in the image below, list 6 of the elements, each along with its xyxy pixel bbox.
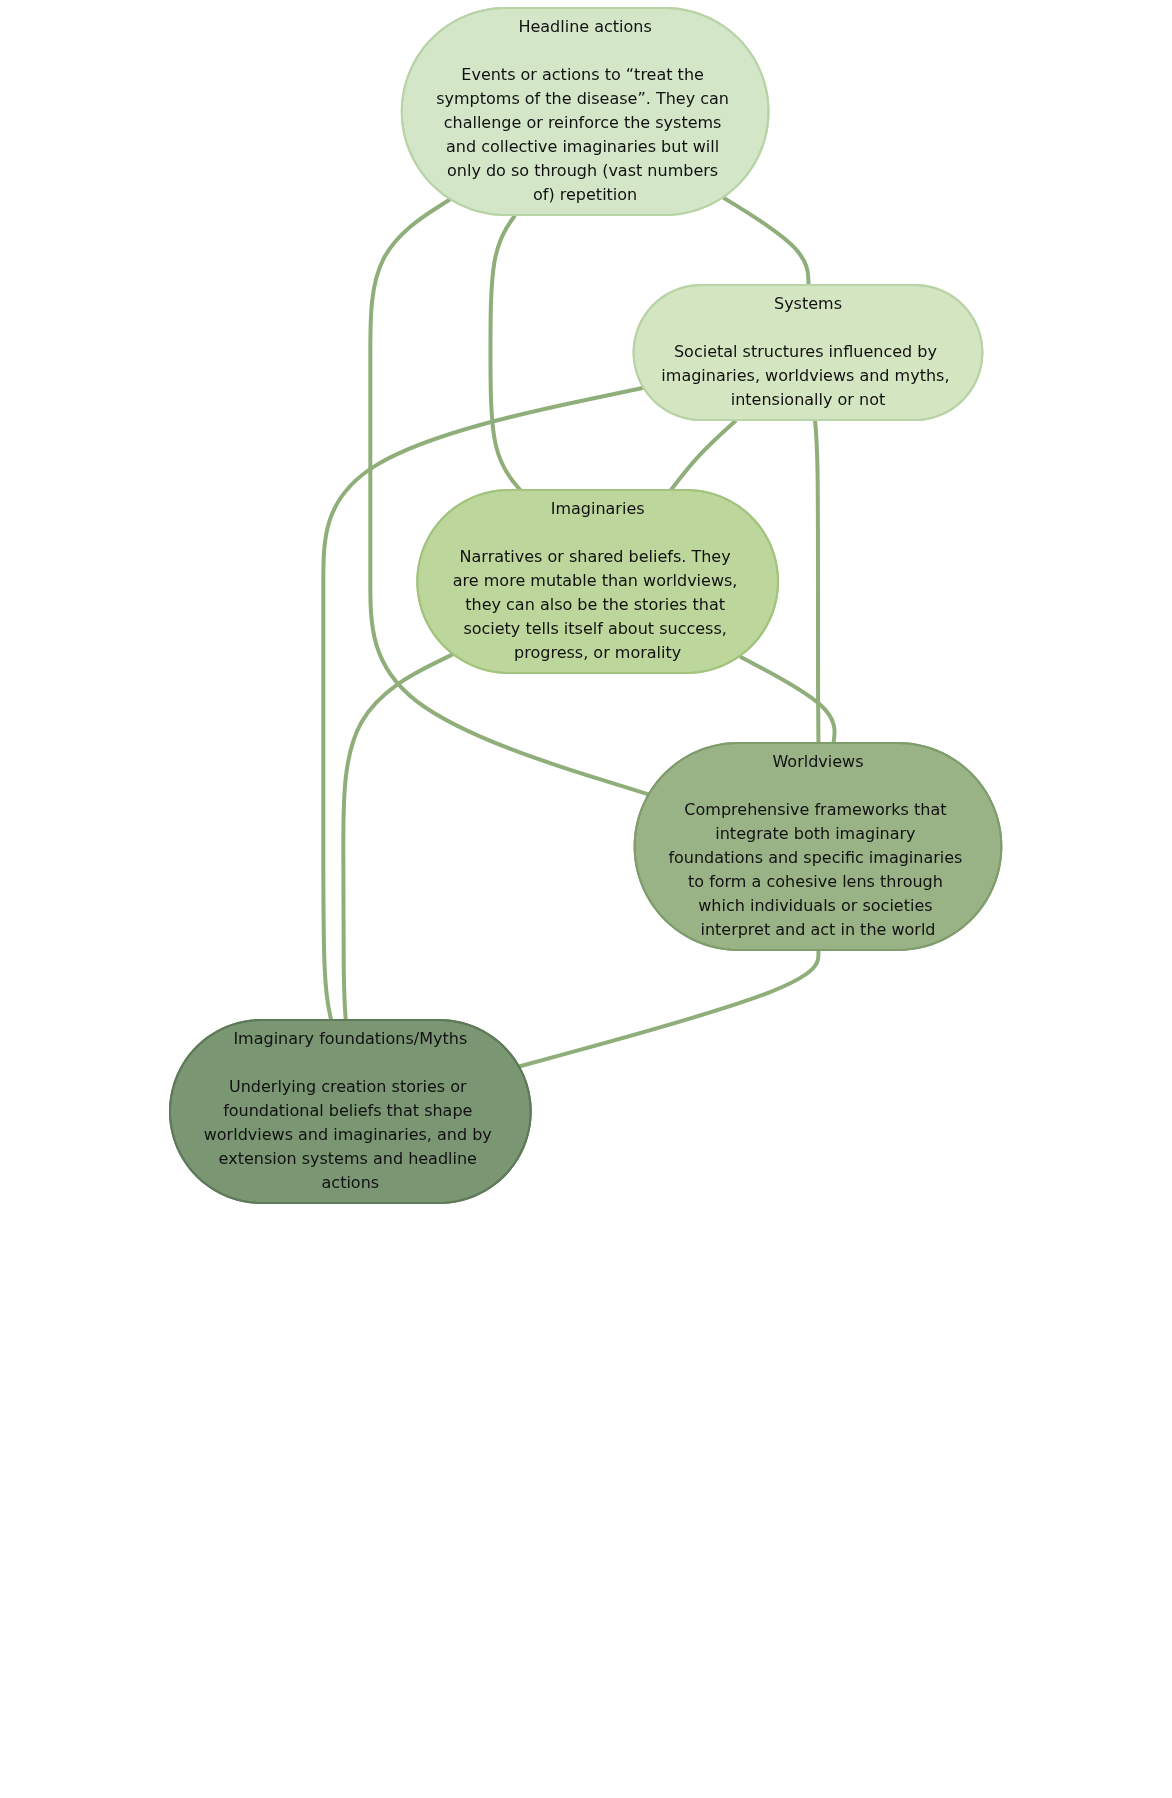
connector bbox=[321, 385, 645, 1021]
connector bbox=[722, 195, 811, 286]
connector bbox=[341, 652, 455, 1021]
connector bbox=[518, 950, 821, 1069]
connector bbox=[739, 654, 837, 744]
connector bbox=[813, 420, 821, 744]
